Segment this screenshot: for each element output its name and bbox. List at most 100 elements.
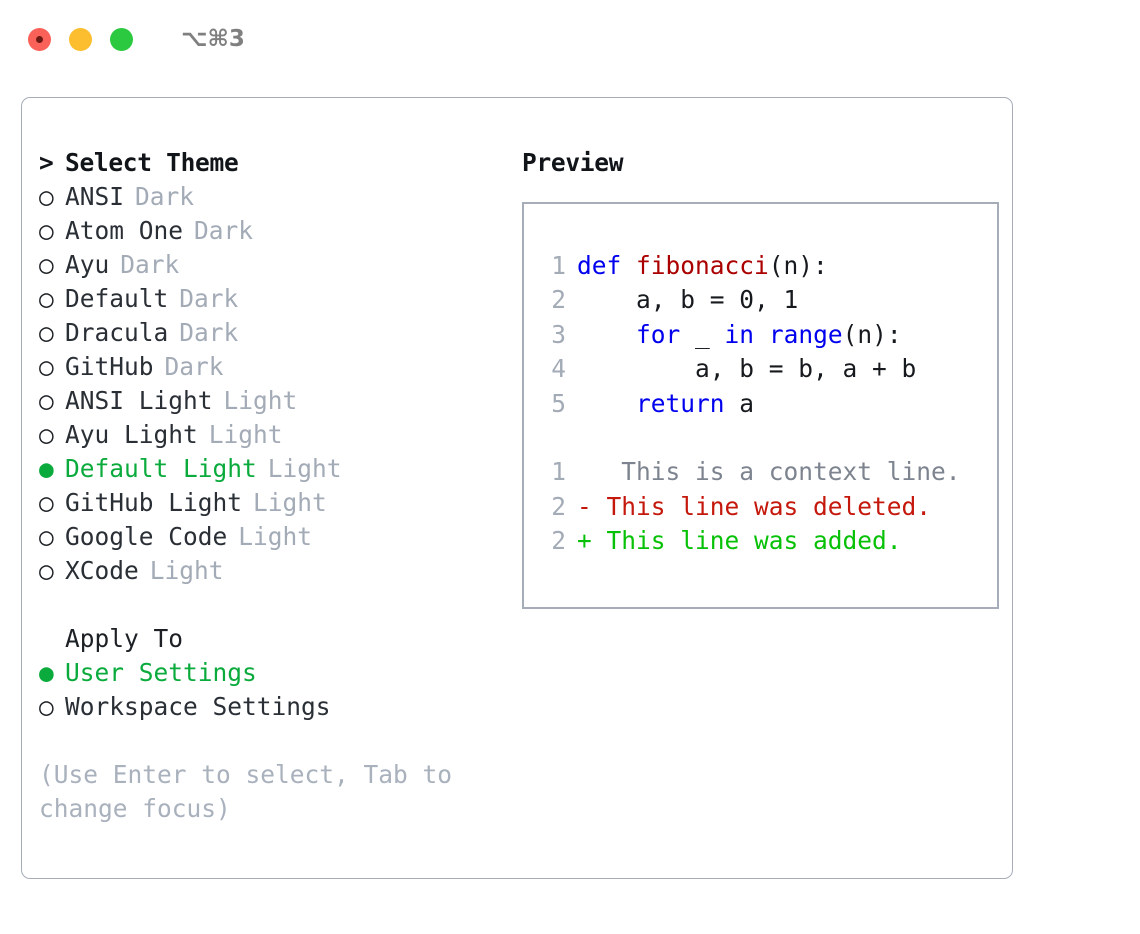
theme-item-label: Ayu (65, 250, 110, 279)
apply-to-item-user-settings[interactable]: ● User Settings (39, 656, 504, 690)
radio-unselected-icon: ○ (39, 182, 54, 211)
theme-item-ansi[interactable]: ○ ANSI Dark (39, 180, 504, 214)
diff-sign: - (577, 491, 592, 521)
code-token: return (636, 388, 725, 418)
radio-unselected-icon: ○ (39, 216, 54, 245)
apply-to-item-label: User Settings (65, 658, 257, 687)
theme-item-variant: Light (208, 420, 283, 449)
preview-title: Preview (522, 148, 624, 177)
theme-item-ayu[interactable]: ○ Ayu Dark (39, 248, 504, 282)
theme-item-label: Google Code (65, 522, 228, 551)
code-token: a (724, 388, 755, 418)
theme-item-variant: Light (267, 454, 342, 483)
theme-item-variant: Dark (120, 250, 180, 279)
theme-item-variant: Dark (164, 352, 224, 381)
select-theme-header: >Select Theme (39, 146, 504, 180)
code-token: (n): (768, 251, 828, 280)
line-number: 1 (551, 251, 566, 280)
diff-text: This line was deleted. (591, 491, 932, 521)
theme-item-variant: Dark (194, 216, 254, 245)
line-number: 1 (551, 457, 566, 487)
radio-unselected-icon: ○ (39, 420, 54, 449)
line-number: 2 (551, 526, 566, 556)
theme-item-ayu-light[interactable]: ○ Ayu Light Light (39, 418, 504, 452)
code-token: a, b = 0, 1 (577, 285, 799, 315)
line-number: 2 (551, 491, 566, 521)
keyboard-hint-text: (Use Enter to select, Tab to change focu… (39, 760, 453, 823)
title-bar: ⌥⌘3 (0, 0, 1140, 78)
diff-text: This line was added. (591, 526, 902, 556)
diff-text: This is a context line. (591, 457, 961, 487)
theme-item-label: GitHub (65, 352, 154, 381)
apply-to-list[interactable]: ● User Settings ○Workspace Settings (39, 656, 504, 724)
theme-item-variant: Dark (135, 182, 195, 211)
code-token: for (636, 319, 681, 349)
diff-line: 1 This is a context line. (542, 455, 997, 489)
diff-line: 2 + This line was added. (542, 524, 997, 558)
theme-item-variant: Dark (179, 284, 239, 313)
code-token: range (768, 319, 843, 349)
diff-sample: 1 This is a context line.2- This line wa… (542, 455, 997, 558)
code-token: _ (680, 319, 725, 349)
theme-item-label: XCode (65, 556, 139, 585)
theme-item-label: Default (65, 284, 169, 313)
maximize-window-icon[interactable] (110, 27, 133, 51)
theme-item-label: Default Light (65, 454, 257, 483)
list-spacer (39, 588, 504, 622)
theme-item-label: GitHub Light (65, 488, 243, 517)
theme-item-default[interactable]: ○ Default Dark (39, 282, 504, 316)
code-token (577, 389, 636, 418)
radio-unselected-icon: ○ (39, 522, 54, 551)
close-window-icon[interactable] (28, 27, 51, 51)
minimize-window-icon[interactable] (69, 27, 92, 51)
radio-selected-icon: ● (39, 454, 54, 483)
theme-item-github-light[interactable]: ○ GitHub Light Light (39, 486, 504, 520)
radio-unselected-icon: ○ (39, 284, 54, 313)
code-diff-spacer (542, 421, 997, 455)
apply-to-title: Apply To (65, 624, 184, 653)
line-number: 3 (551, 319, 566, 349)
radio-selected-icon: ● (39, 658, 54, 687)
apply-to-item-workspace-settings[interactable]: ○Workspace Settings (39, 690, 504, 724)
theme-item-default-light[interactable]: ● Default Light Light (39, 452, 504, 486)
code-token (754, 320, 769, 349)
theme-item-variant: Light (253, 488, 327, 517)
radio-unselected-icon: ○ (39, 692, 54, 721)
code-token (577, 320, 636, 349)
code-token: fibonacci (636, 251, 769, 280)
code-token: in (724, 319, 755, 349)
line-number: 5 (551, 388, 566, 418)
prompt-caret-icon: > (39, 148, 54, 177)
theme-item-label: Ayu Light (65, 420, 198, 449)
line-number: 2 (551, 285, 566, 315)
code-token: (n): (842, 319, 902, 349)
keyboard-shortcut-label: ⌥⌘3 (181, 26, 245, 52)
theme-item-label: ANSI (65, 182, 125, 211)
code-token: a, b = b, a + b (577, 354, 917, 384)
code-line: 2 a, b = 0, 1 (542, 283, 997, 317)
theme-item-variant: Light (149, 556, 224, 585)
hint-spacer (39, 724, 504, 758)
radio-unselected-icon: ○ (39, 250, 54, 279)
theme-item-google-code[interactable]: ○ Google Code Light (39, 520, 504, 554)
radio-unselected-icon: ○ (39, 488, 54, 517)
theme-item-atom-one[interactable]: ○ Atom One Dark (39, 214, 504, 248)
radio-unselected-icon: ○ (39, 318, 54, 347)
theme-item-label: Atom One (65, 216, 184, 245)
theme-item-variant: Dark (179, 318, 239, 347)
code-line: 4 a, b = b, a + b (542, 352, 997, 386)
theme-item-variant: Light (238, 522, 313, 551)
diff-sign: + (577, 526, 592, 556)
